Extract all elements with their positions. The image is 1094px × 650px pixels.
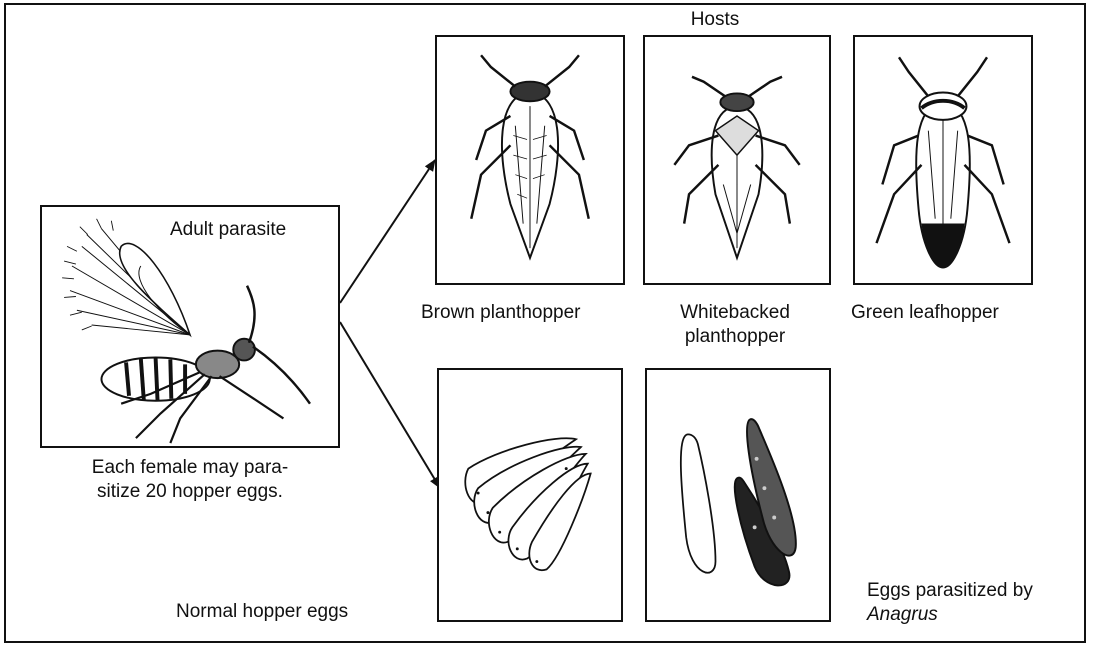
parasitized-eggs-illustration bbox=[647, 370, 829, 620]
adult-parasite-label: Adult parasite bbox=[170, 219, 286, 241]
parasitized-eggs-label-2: Anagrus bbox=[867, 604, 938, 626]
parasitized-eggs-label-1: Eggs parasitized by bbox=[867, 580, 1033, 602]
hosts-heading: Hosts bbox=[660, 9, 770, 31]
brown-planthopper-illustration bbox=[437, 37, 623, 283]
parasite-caption-2: sitize 20 hopper eggs. bbox=[40, 481, 340, 503]
adult-parasite-box: Adult parasite bbox=[40, 205, 340, 448]
brown-planthopper-label: Brown planthopper bbox=[421, 302, 581, 324]
whitebacked-planthopper-box bbox=[643, 35, 831, 285]
parasite-caption-1: Each female may para- bbox=[40, 457, 340, 479]
green-leafhopper-box bbox=[853, 35, 1033, 285]
whitebacked-label-2: planthopper bbox=[655, 326, 815, 348]
normal-eggs-box bbox=[437, 368, 623, 622]
green-leafhopper-label: Green leafhopper bbox=[851, 302, 999, 324]
whitebacked-label-1: Whitebacked bbox=[655, 302, 815, 324]
whitebacked-planthopper-illustration bbox=[645, 37, 829, 283]
brown-planthopper-box bbox=[435, 35, 625, 285]
green-leafhopper-illustration bbox=[855, 37, 1031, 283]
parasitized-eggs-box bbox=[645, 368, 831, 622]
normal-eggs-illustration bbox=[439, 370, 621, 620]
parasite-illustration bbox=[42, 207, 338, 446]
normal-eggs-label: Normal hopper eggs bbox=[176, 601, 348, 623]
